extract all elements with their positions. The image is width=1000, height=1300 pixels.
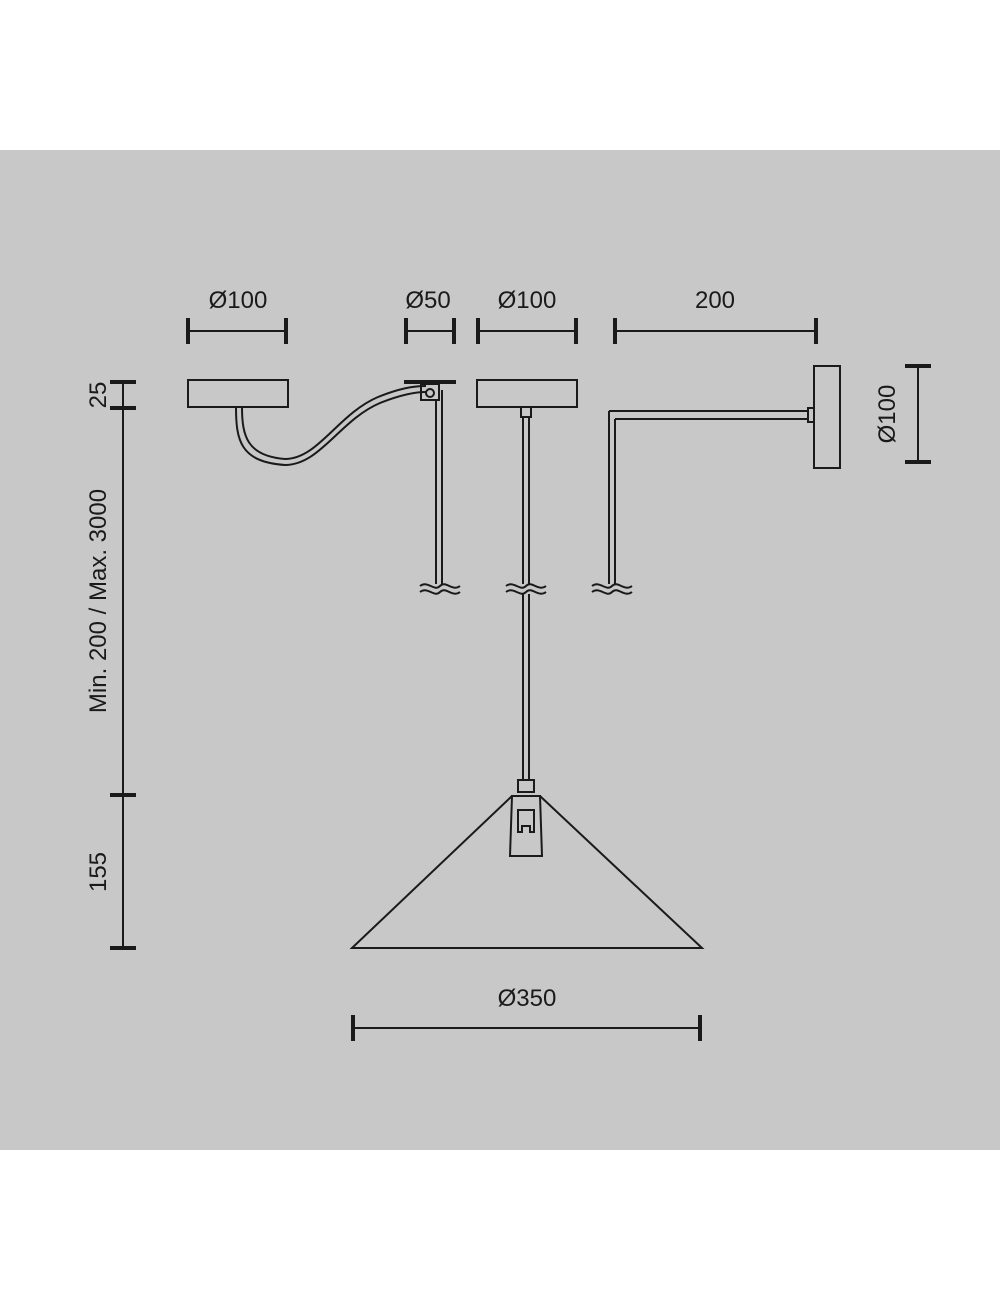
dim-label-arm-mount: Ø50 — [405, 287, 450, 314]
canopy-center — [476, 379, 578, 418]
dim-label-cable-length: Min. 200 / Max. 3000 — [85, 489, 112, 713]
dim-label-shade-diameter: Ø350 — [498, 985, 557, 1012]
dim-label-canopy-left: Ø100 — [209, 287, 268, 314]
dim-label-shade-height: 155 — [85, 852, 112, 892]
suspension-cable — [505, 417, 547, 780]
dim-vertical-chain: 25 Min. 200 / Max. 3000 155 — [85, 380, 136, 950]
dim-label-canopy-center: Ø100 — [498, 287, 557, 314]
wall-arm — [591, 365, 841, 595]
dim-canopy-left: Ø100 — [186, 287, 288, 344]
canopy-left — [187, 379, 427, 467]
dim-label-wall-plate: Ø100 — [874, 385, 901, 444]
dim-wall-plate: Ø100 — [874, 364, 931, 464]
drawing-panel — [0, 150, 1000, 1150]
lamp-socket — [508, 779, 544, 857]
lamp-shade — [349, 795, 705, 949]
dim-label-canopy-height: 25 — [85, 382, 112, 409]
dim-canopy-center: Ø100 — [476, 287, 578, 344]
wall-bracket-hook — [404, 380, 461, 595]
dim-shade-diameter: Ø350 — [351, 985, 702, 1041]
dim-arm-length: 200 — [613, 287, 818, 344]
dim-arm-mount: Ø50 — [404, 287, 456, 344]
dim-label-arm-length: 200 — [695, 287, 735, 314]
